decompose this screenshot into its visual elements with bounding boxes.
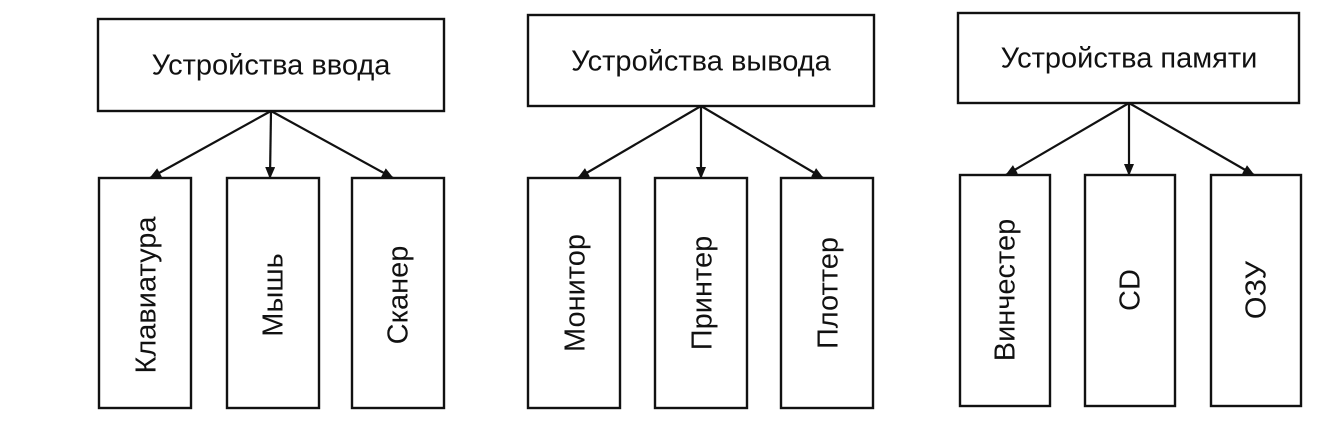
ram-box: [1209, 173, 1303, 408]
scanner-box: [350, 176, 446, 410]
hard-drive-label: Винчестер: [990, 219, 1022, 362]
input-devices-box: [96, 17, 446, 113]
arrow-to-scanner: [270, 110, 394, 179]
plotter-box: [779, 176, 875, 410]
hard-drive-box: [958, 173, 1052, 408]
mouse-box: [225, 176, 321, 410]
ram-label: ОЗУ: [1241, 260, 1273, 319]
arrow-to-keyboard: [149, 110, 272, 179]
keyboard-box: [97, 176, 193, 410]
group-memory-devices: Устройства памяти Винчестер CD ОЗУ: [956, 11, 1303, 408]
mouse-label: Мышь: [258, 253, 290, 336]
cd-box: [1083, 173, 1177, 408]
arrow-to-mouse: [265, 110, 276, 179]
printer-label: Принтер: [687, 236, 719, 350]
scanner-label: Сканер: [383, 246, 415, 345]
input-devices-title: Устройства ввода: [152, 50, 392, 82]
memory-devices-title: Устройства памяти: [1001, 43, 1258, 75]
plotter-label: Плоттер: [813, 237, 845, 349]
group-output-devices: Устройства вывода Монитор Принтер Плотте…: [526, 13, 876, 410]
output-devices-title: Устройства вывода: [571, 46, 832, 78]
keyboard-label: Клавиатура: [131, 216, 163, 374]
monitor-label: Монитор: [560, 234, 592, 352]
printer-box: [653, 176, 749, 410]
output-devices-box: [526, 13, 876, 108]
arrow-to-monitor: [577, 105, 702, 179]
arrow-to-ram: [1128, 102, 1255, 176]
memory-devices-box: [956, 11, 1301, 105]
arrow-to-plotter: [700, 105, 824, 179]
cd-label: CD: [1115, 269, 1147, 311]
arrow-to-hard-drive: [1005, 102, 1130, 176]
monitor-box: [526, 176, 622, 410]
group-input-devices: Устройства ввода Клавиатура Мышь Сканер: [96, 17, 446, 410]
